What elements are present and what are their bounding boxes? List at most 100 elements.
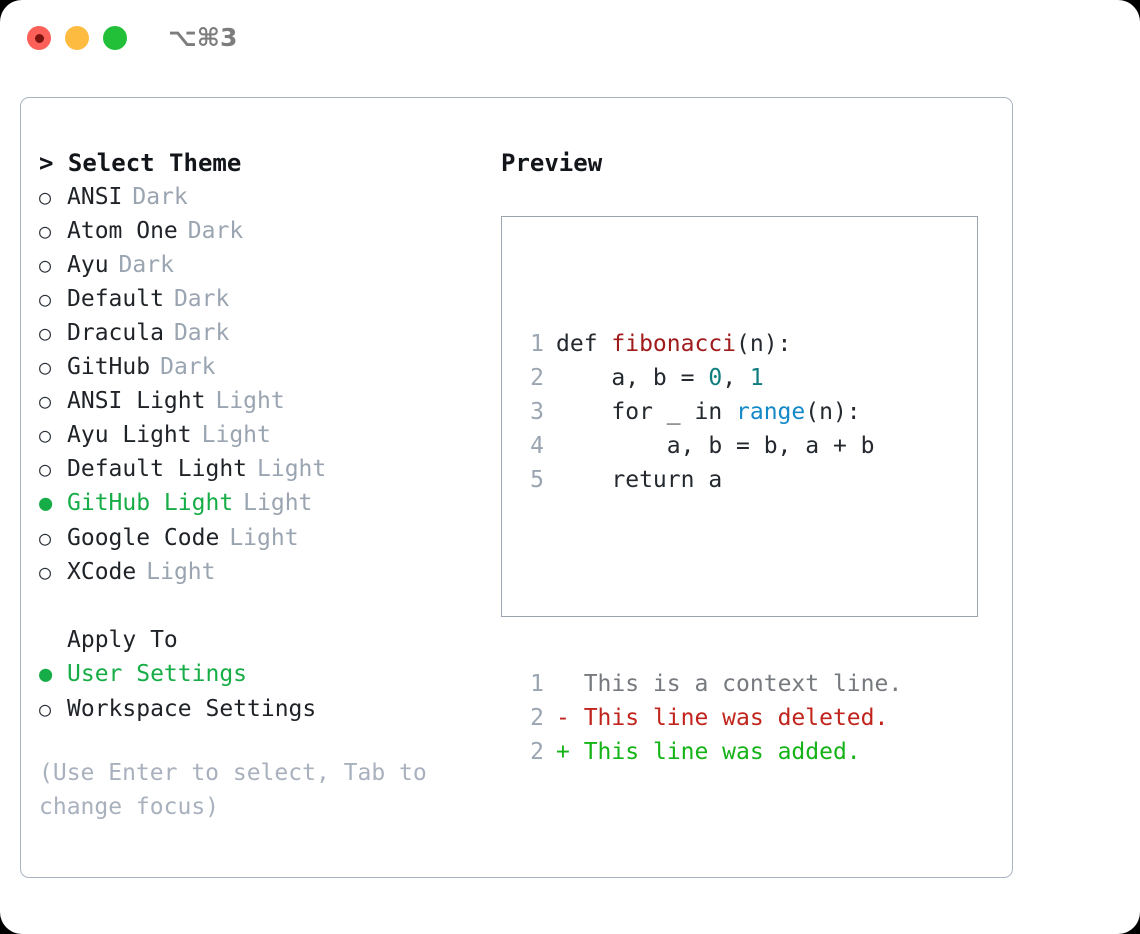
diff-line: 1 This is a context line. [516, 667, 902, 701]
code-token: 1 [749, 365, 764, 391]
code-line-number: 3 [530, 399, 544, 425]
code-token: (n): [805, 399, 861, 425]
window-controls [27, 26, 127, 50]
diff-line-number: 1 [530, 671, 544, 697]
theme-list-item[interactable]: ○ Default Dark [39, 282, 499, 316]
apply-to-heading-row: ○ Apply To [39, 623, 499, 657]
theme-list-item[interactable]: ○ GitHub Dark [39, 350, 499, 384]
close-window-button[interactable] [27, 26, 51, 50]
code-line: 2 a, b = 0, 1 [516, 361, 902, 395]
code-line-number: 1 [530, 331, 544, 357]
code-line: 5 return a [516, 463, 902, 497]
code-line-content: a, b = 0, 1 [556, 361, 764, 395]
diff-marker [556, 667, 584, 701]
code-line-content: for _ in range(n): [556, 395, 861, 429]
apply-to-heading-label: Apply To [67, 627, 178, 653]
theme-name-label: Dracula [67, 320, 164, 346]
theme-list-item[interactable]: ○ Default Light Light [39, 452, 499, 486]
theme-variant-tag: Light [201, 422, 271, 448]
radio-unselected-icon[interactable]: ○ [39, 389, 52, 413]
radio-unselected-icon[interactable]: ○ [39, 423, 52, 447]
code-token: , [722, 365, 750, 391]
apply-to-option[interactable]: ○ Workspace Settings [39, 692, 499, 726]
code-token: return a [556, 467, 723, 493]
theme-name-label: XCode [67, 559, 137, 585]
diff-line-text: This line was deleted. [583, 705, 889, 731]
theme-name-label: Default [67, 286, 164, 312]
radio-unselected-icon[interactable]: ○ [39, 560, 52, 584]
diff-line-number: 2 [530, 739, 544, 765]
code-line-content: return a [556, 463, 722, 497]
radio-selected-icon[interactable]: ● [39, 662, 53, 687]
code-line-content: a, b = b, a + b [556, 429, 875, 463]
diff-line: 2- This line was deleted. [516, 701, 902, 735]
theme-name-label: Default Light [67, 456, 248, 482]
maximize-window-button[interactable] [103, 26, 127, 50]
theme-name-label: Google Code [67, 525, 220, 551]
code-line-number: 2 [530, 365, 544, 391]
theme-variant-tag: Dark [160, 354, 216, 380]
radio-unselected-icon[interactable]: ○ [39, 457, 52, 481]
theme-list-item[interactable]: ○ XCode Light [39, 555, 499, 589]
diff-sample-block: 1 This is a context line.2- This line wa… [516, 667, 902, 769]
code-token: 0 [708, 365, 723, 391]
theme-variant-tag: Light [146, 559, 216, 585]
theme-name-label: Atom One [67, 218, 178, 244]
apply-to-option[interactable]: ● User Settings [39, 657, 499, 692]
code-token: range [736, 399, 806, 425]
keyboard-shortcut-label: ⌥⌘3 [168, 23, 238, 52]
theme-variant-tag: Light [229, 525, 299, 551]
apply-to-heading-marker: ○ [39, 623, 67, 657]
theme-variant-tag: Dark [173, 286, 230, 312]
apply-to-option-label: User Settings [67, 661, 248, 687]
theme-variant-tag: Light [257, 456, 327, 482]
radio-unselected-icon[interactable]: ○ [39, 526, 52, 550]
theme-list-item[interactable]: ○ Atom One Dark [39, 214, 499, 248]
theme-name-label: GitHub [67, 354, 151, 380]
radio-unselected-icon[interactable]: ○ [39, 321, 52, 345]
select-theme-heading: > Select Theme [39, 149, 242, 177]
radio-unselected-icon[interactable]: ○ [39, 287, 52, 311]
theme-name-label: GitHub Light [67, 490, 234, 516]
code-token: fibonacci [611, 331, 737, 357]
diff-marker: + [556, 739, 584, 765]
minimize-window-button[interactable] [65, 26, 89, 50]
code-token: (n): [736, 331, 792, 357]
code-line-number: 5 [530, 467, 544, 493]
radio-selected-icon[interactable]: ● [39, 491, 53, 516]
code-token: a, b = [556, 365, 709, 391]
apply-to-options[interactable]: ● User Settings ○ Workspace Settings [39, 657, 499, 726]
radio-unselected-icon[interactable]: ○ [39, 185, 52, 209]
diff-line-text: This is a context line. [583, 671, 903, 697]
radio-unselected-icon[interactable]: ○ [39, 697, 52, 721]
theme-variant-tag: Dark [118, 252, 174, 278]
code-token: def [556, 331, 612, 357]
code-token: a, b = b, a + b [556, 433, 875, 459]
radio-unselected-icon[interactable]: ○ [39, 219, 52, 243]
radio-unselected-icon[interactable]: ○ [39, 355, 52, 379]
code-line-number: 4 [530, 433, 544, 459]
theme-variant-tag: Dark [187, 218, 244, 244]
code-token: for _ in [556, 399, 737, 425]
code-line-content: def fibonacci(n): [556, 327, 791, 361]
apply-to-option-label: Workspace Settings [67, 696, 317, 722]
title-bar: ⌥⌘3 [0, 0, 1140, 78]
code-line: 1 def fibonacci(n): [516, 327, 902, 361]
diff-line-number: 2 [530, 705, 544, 731]
radio-unselected-icon[interactable]: ○ [39, 253, 52, 277]
theme-list-item[interactable]: ○ Google Code Light [39, 521, 499, 555]
theme-name-label: ANSI Light [67, 388, 206, 414]
code-diff-gap [516, 565, 902, 599]
